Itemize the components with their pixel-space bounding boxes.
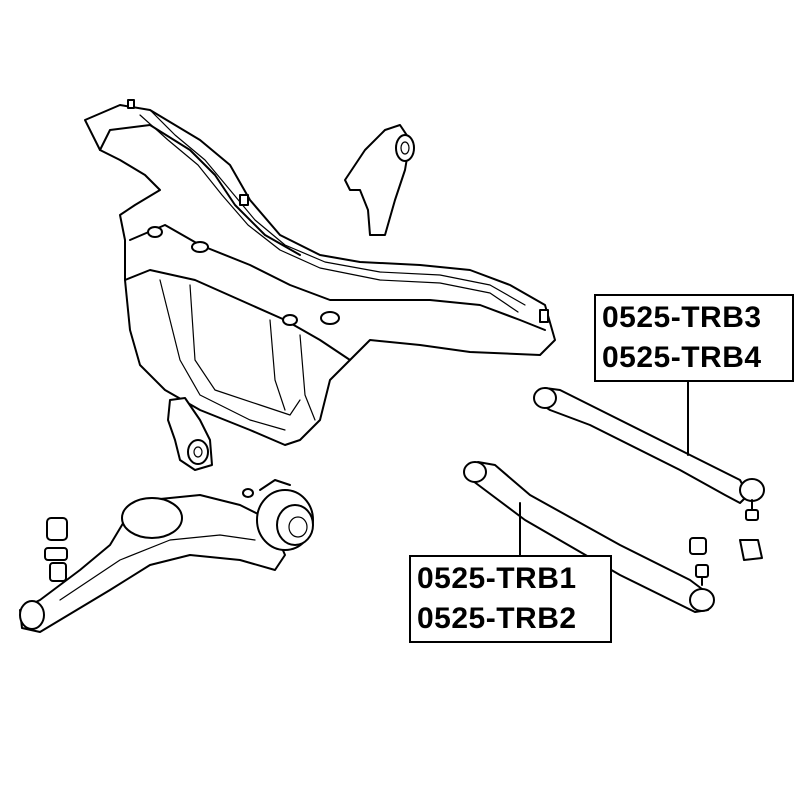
upper-control-arm [533,387,765,561]
leader-lines [519,375,689,558]
lower-bracket [167,397,213,471]
upper-bracket [344,124,415,236]
lower-control-arm [463,461,715,613]
trailing-arm-hub [19,479,314,633]
part-number-label: 0525-TRB2 [417,602,577,635]
bushings [44,517,68,582]
rear-subframe [84,99,556,446]
part-number-callout-lower-arms: 0525-TRB1 0525-TRB2 [409,555,612,643]
part-number-label: 0525-TRB4 [602,341,762,374]
part-number-label: 0525-TRB3 [602,301,762,334]
part-number-label: 0525-TRB1 [417,562,577,595]
part-number-callout-upper-arms: 0525-TRB3 0525-TRB4 [594,294,794,382]
